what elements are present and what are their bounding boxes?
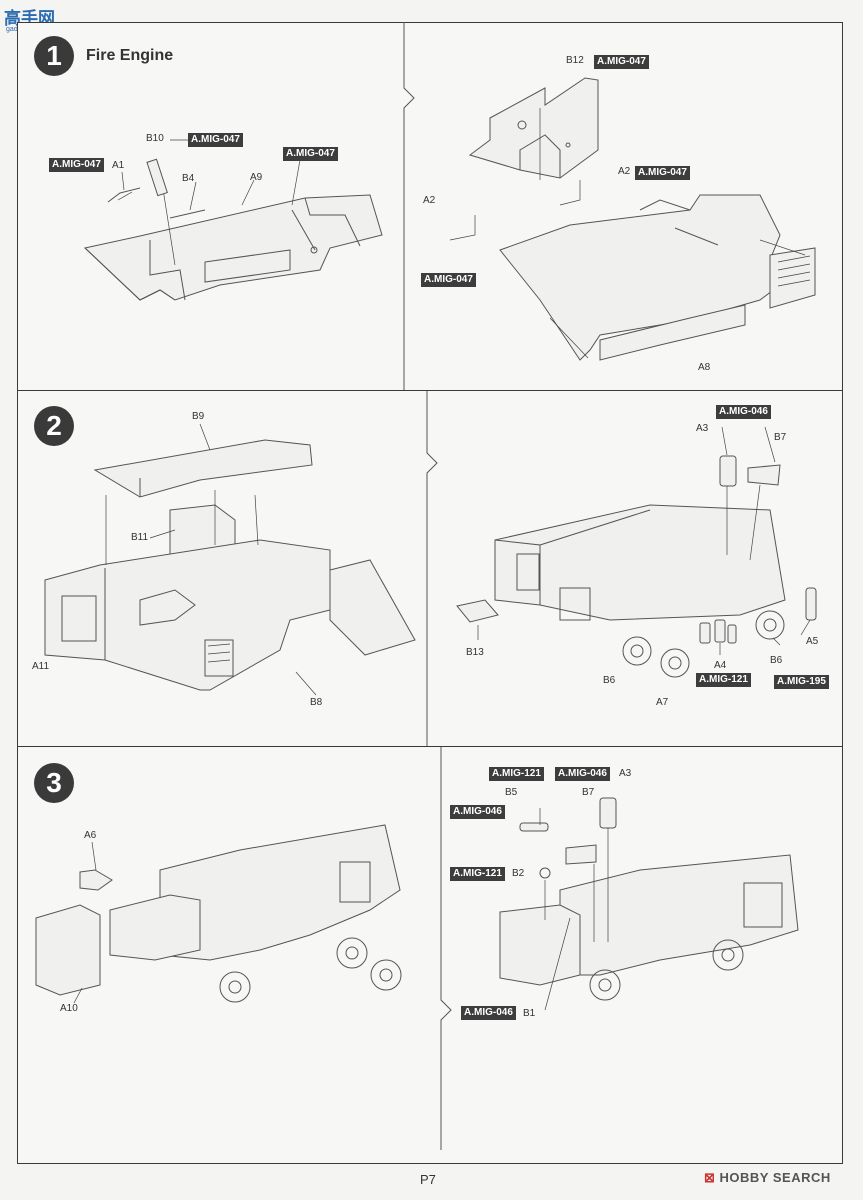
- part-label: A8: [698, 362, 711, 373]
- step-divider: [17, 390, 843, 391]
- part-label: A7: [656, 697, 669, 708]
- paint-tag: A.MIG-121: [696, 673, 751, 687]
- part-label: B1: [523, 1008, 536, 1019]
- part-label: B6: [603, 675, 616, 686]
- paint-tag: A.MIG-046: [555, 767, 610, 781]
- panel-divider: [440, 747, 452, 1150]
- body-interior-drawing: [44, 439, 416, 691]
- paint-tag: A.MIG-047: [283, 147, 338, 161]
- brand-watermark: ⊠ HOBBY SEARCH: [704, 1170, 831, 1186]
- part-label: B5: [505, 787, 518, 798]
- part-label: A4: [714, 660, 727, 671]
- part-label: B11: [131, 532, 149, 543]
- part-label: A3: [619, 768, 632, 779]
- part-label: A6: [84, 830, 97, 841]
- page-number: P7: [420, 1172, 436, 1187]
- part-label: B8: [310, 697, 323, 708]
- step-number: 3: [34, 763, 74, 803]
- final-assembly-drawing: [499, 797, 799, 1001]
- step-number: 1: [34, 36, 74, 76]
- paint-tag: A.MIG-047: [594, 55, 649, 69]
- part-label: B6: [770, 655, 783, 666]
- part-label: A2: [423, 195, 436, 206]
- paint-tag: A.MIG-047: [49, 158, 104, 172]
- part-label: B9: [192, 411, 205, 422]
- step-number: 2: [34, 406, 74, 446]
- front-assembly-drawing: [35, 824, 402, 1003]
- part-label: A10: [60, 1003, 78, 1014]
- paint-tag: A.MIG-121: [450, 867, 505, 881]
- paint-tag: A.MIG-121: [489, 767, 544, 781]
- part-label: A2: [618, 166, 631, 177]
- paint-tag: A.MIG-195: [774, 675, 829, 689]
- chassis-a8-drawing: [499, 194, 816, 361]
- part-label: B7: [774, 432, 787, 443]
- panel-divider: [426, 391, 438, 746]
- part-label: A3: [696, 423, 709, 434]
- brand-name: HOBBY SEARCH: [719, 1170, 831, 1185]
- part-label: B12: [566, 55, 584, 66]
- step-divider: [17, 746, 843, 747]
- paint-tag: A.MIG-047: [635, 166, 690, 180]
- body-assembled-drawing: [456, 455, 817, 678]
- paint-tag: A.MIG-046: [461, 1006, 516, 1020]
- part-label: A1: [112, 160, 125, 171]
- paint-tag: A.MIG-046: [450, 805, 505, 819]
- part-label: B2: [512, 868, 525, 879]
- part-label: A9: [250, 172, 263, 183]
- part-label: A11: [32, 661, 50, 672]
- brand-mark-icon: ⊠: [704, 1170, 716, 1185]
- paint-tag: A.MIG-047: [421, 273, 476, 287]
- panel-divider: [403, 22, 415, 390]
- part-label: B4: [182, 173, 195, 184]
- paint-tag: A.MIG-046: [716, 405, 771, 419]
- part-label: B7: [582, 787, 595, 798]
- part-label: B13: [466, 647, 484, 658]
- step-title: Fire Engine: [86, 47, 174, 64]
- part-label: B10: [146, 133, 164, 144]
- chassis-a9-drawing: [83, 158, 383, 301]
- part-label: A5: [806, 636, 819, 647]
- paint-tag: A.MIG-047: [188, 133, 243, 147]
- bracket-b12-drawing: [468, 77, 599, 179]
